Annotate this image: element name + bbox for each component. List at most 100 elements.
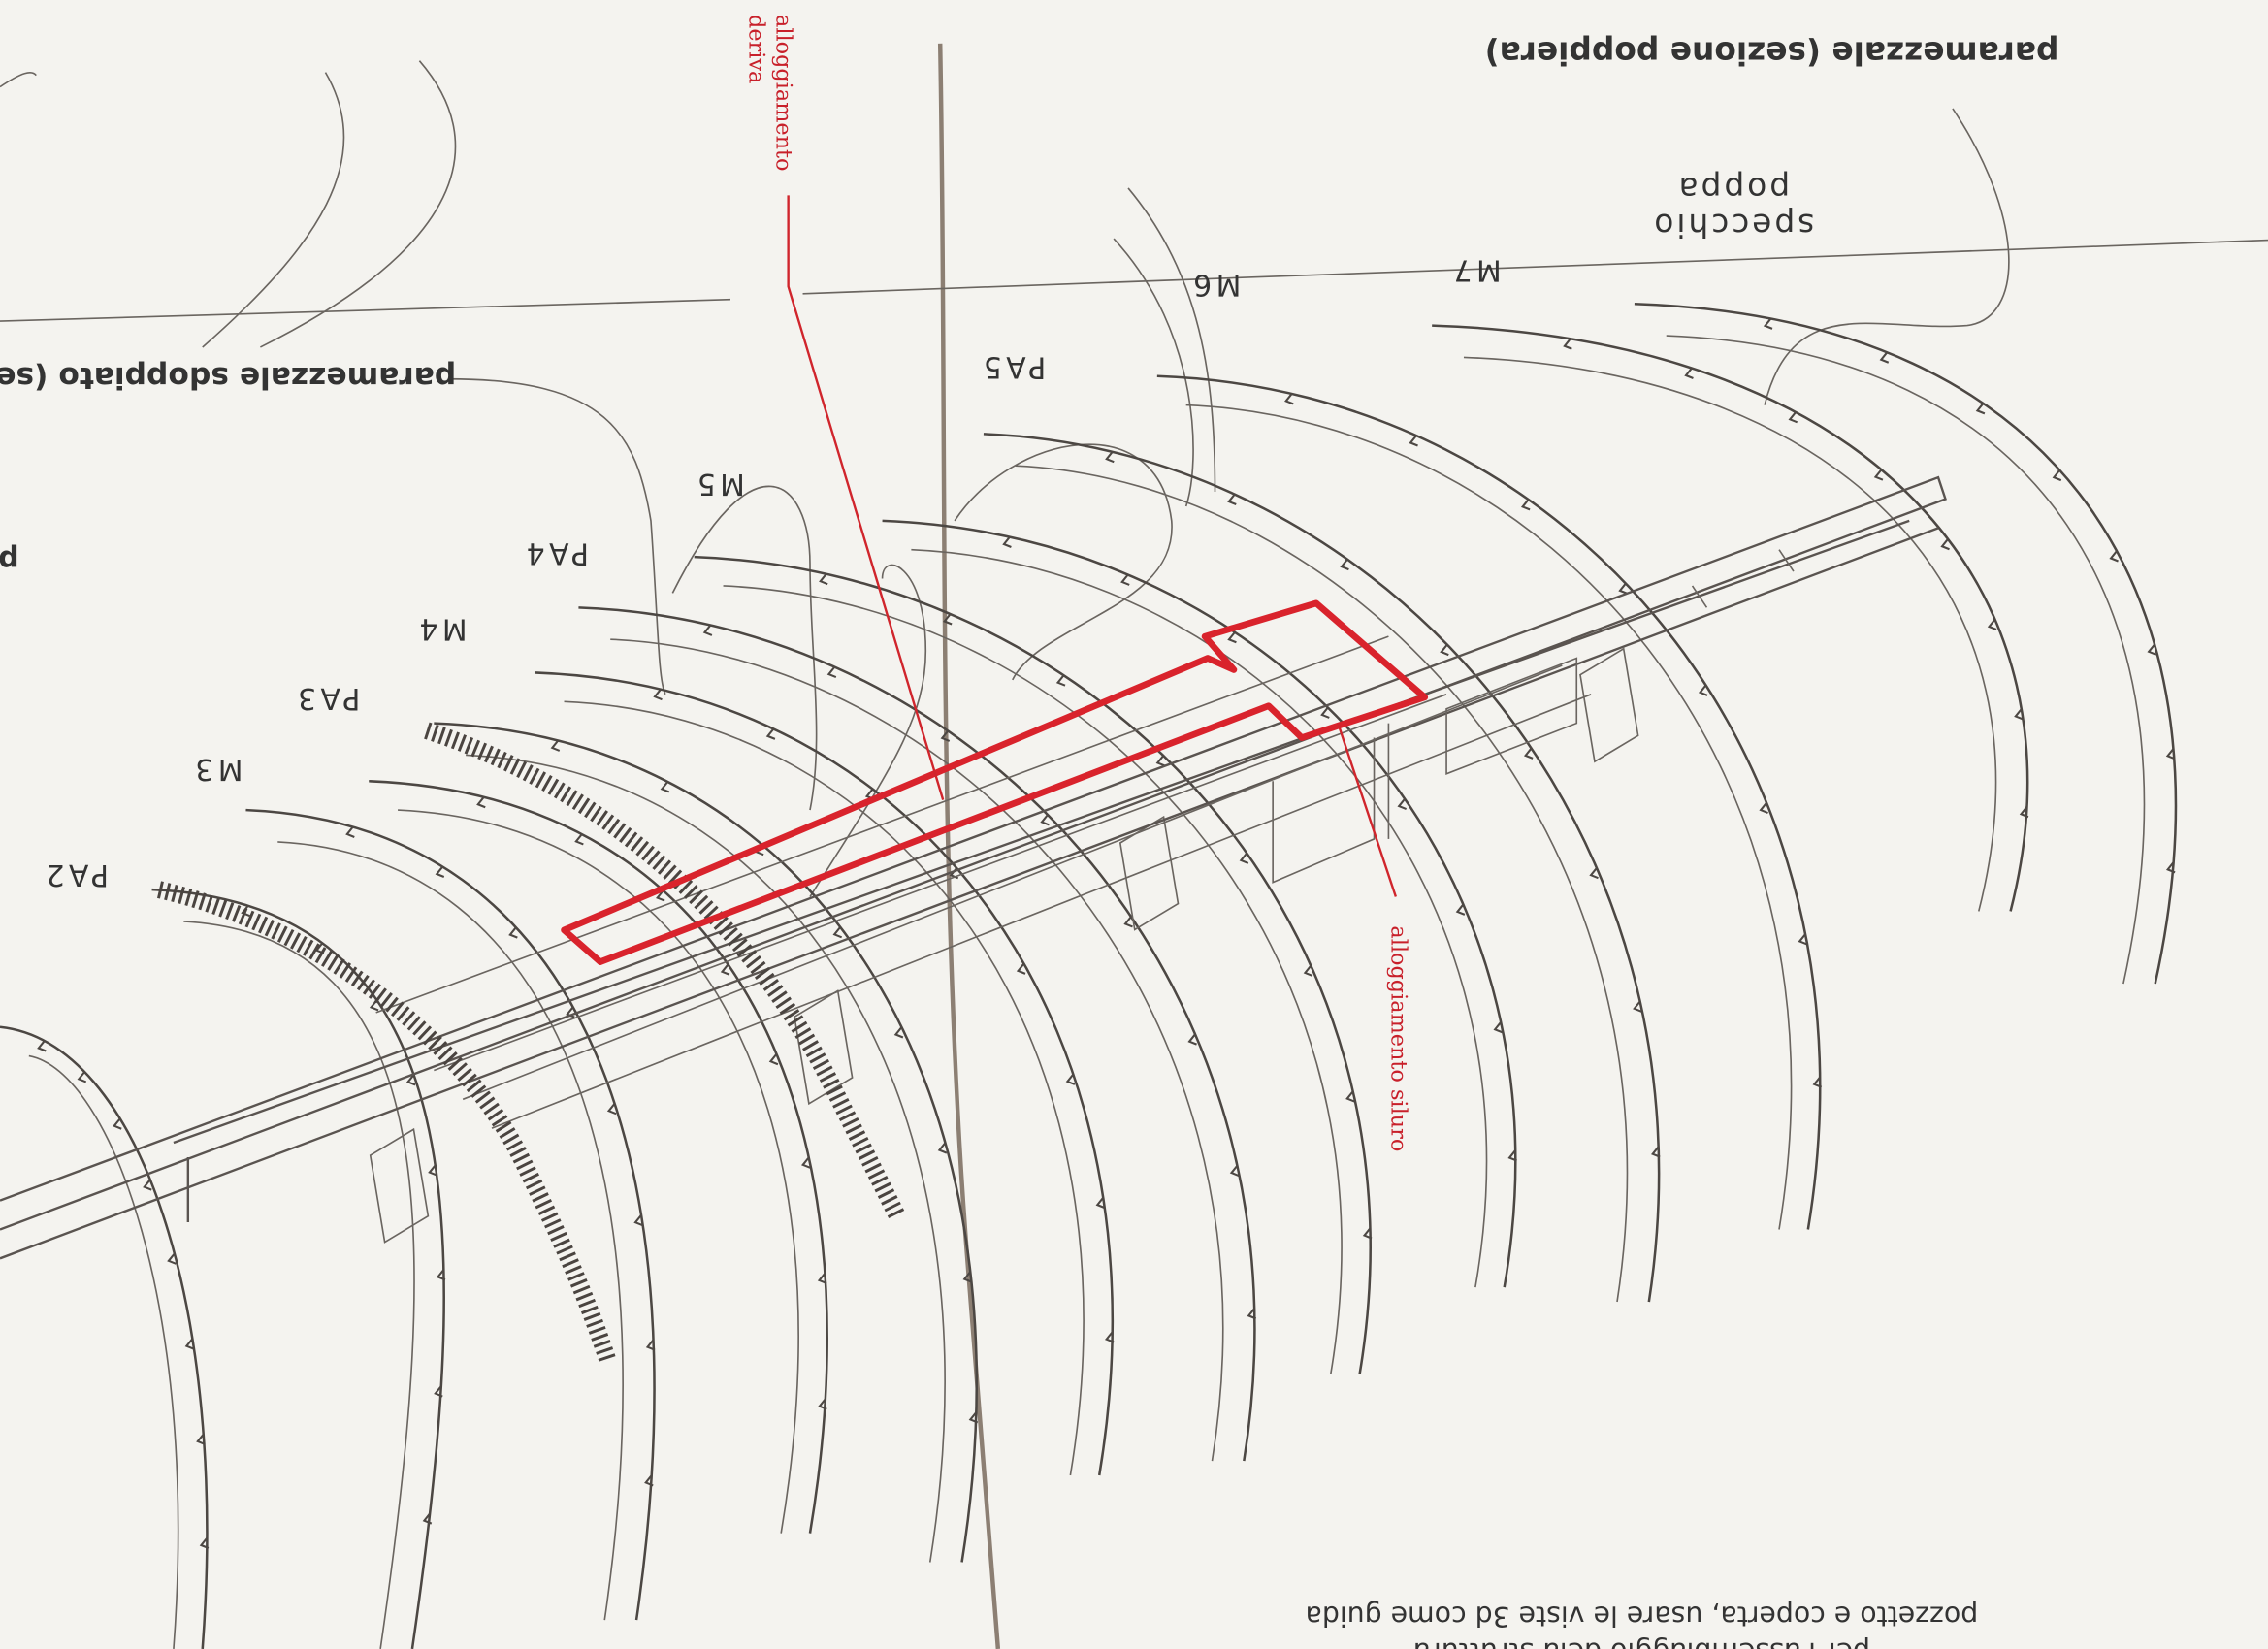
frame-notch <box>508 926 518 939</box>
frame-notch <box>1698 684 1708 696</box>
annotation-leaders <box>787 195 1398 897</box>
hull-frame-inner <box>723 585 1343 1374</box>
torpedo-housing-label: alloggiamento siluro <box>1385 925 1410 1151</box>
frame-label-pa5: PA5 <box>979 349 1046 383</box>
leader-curves <box>0 60 2010 897</box>
frame-notch <box>1227 631 1237 644</box>
frame-notch <box>405 1074 416 1086</box>
frame-notch <box>1651 1146 1661 1158</box>
frame-notch <box>167 1252 177 1265</box>
frame-notch <box>1320 706 1330 719</box>
keelson-beam <box>0 475 1947 1260</box>
hull-frame-inner <box>564 700 1085 1476</box>
frame-notch <box>428 1164 437 1177</box>
footer-note-line2: pozzetto e coperta, usare le viste 3d co… <box>1305 1600 1978 1633</box>
frame-notch <box>1633 1000 1642 1013</box>
frame-label-m6: M6 <box>1189 267 1242 301</box>
frame-notch <box>143 1179 152 1191</box>
frame-notch <box>1340 559 1349 571</box>
hull-frame-outer <box>1432 324 2029 912</box>
frame-notch <box>1879 351 1890 364</box>
frame-notch <box>1589 867 1599 880</box>
frame-notch <box>436 1269 446 1281</box>
frame-notch <box>1684 367 1694 379</box>
frame-notch <box>1523 747 1534 760</box>
frame-notch <box>1397 797 1408 811</box>
hull-frame-inner <box>183 921 415 1649</box>
frame-notch <box>1055 674 1066 687</box>
hull-frame-inner <box>466 754 946 1563</box>
frame-label-m5: M5 <box>693 467 745 501</box>
frame-notch <box>369 999 379 1012</box>
frame-notch <box>1016 962 1026 975</box>
hull-frame-inner <box>1463 356 1997 912</box>
frame-notch <box>2165 748 2176 760</box>
frame-notch <box>1788 411 1798 424</box>
hull-frame-inner <box>911 548 1488 1288</box>
frame-notch <box>2109 550 2119 563</box>
frame-notch <box>1362 1227 1373 1240</box>
frame-notch <box>818 1398 827 1410</box>
frame-notch <box>199 1536 210 1549</box>
frame-notch <box>826 665 837 679</box>
frame-notch <box>893 1026 904 1039</box>
frame-notch <box>184 1338 195 1350</box>
frame-notch <box>1345 1090 1355 1103</box>
hull-frame-outer <box>434 722 978 1563</box>
frame-notch <box>1812 1076 1823 1088</box>
footer-note-line1: per l'assemblaggio dela struttura <box>1413 1636 1870 1649</box>
frame-notch <box>1239 852 1249 864</box>
frame-notch <box>1975 403 1986 415</box>
frame-notch <box>942 613 953 626</box>
hull-frames <box>0 302 2178 1649</box>
frame-notch <box>1187 1033 1197 1046</box>
hull-frame-outer <box>1156 374 1822 1230</box>
frame-notch <box>817 1272 827 1284</box>
hull-frame-inner <box>277 841 624 1621</box>
edge-letter: p <box>0 543 19 577</box>
frame-lightening-hole <box>1579 647 1639 763</box>
frame-notch <box>2019 806 2029 819</box>
frame-notch <box>1409 435 1418 447</box>
frame-notch <box>633 1214 643 1227</box>
frame-label-pa3: PA3 <box>294 681 361 715</box>
frame-notch <box>1493 1021 1504 1034</box>
hull-frame-inner <box>610 638 1224 1462</box>
section-divider-lines <box>0 239 2268 322</box>
hull-frame-outer <box>882 519 1517 1288</box>
frame-notch <box>1040 814 1050 826</box>
hull-frame-outer <box>0 1025 209 1649</box>
frame-label-m7: M7 <box>1449 252 1502 286</box>
frame-notch <box>606 1103 617 1116</box>
frame-notch <box>968 1411 979 1424</box>
frame-notch <box>1455 903 1466 916</box>
frame-notch <box>644 1474 654 1487</box>
frame-notch <box>241 904 250 918</box>
frame-notch <box>645 1339 656 1351</box>
frame-notch <box>2165 861 2176 874</box>
frame-notch <box>1120 573 1130 586</box>
frame-labels: PA2 M3 PA3 M4 PA4 M5 PA5 M6 M7 <box>42 252 1502 890</box>
frame-notch <box>1229 1164 1240 1178</box>
frame-notch <box>113 1117 122 1130</box>
frame-notch <box>345 825 355 838</box>
frame-notch <box>37 1040 47 1052</box>
hull-frame-inner <box>28 1054 179 1649</box>
hull-frame-outer <box>983 433 1661 1303</box>
frame-notch <box>962 1271 973 1283</box>
frame-notch <box>434 1385 443 1398</box>
paper-fold <box>937 43 1001 1649</box>
fin-housing-label-line2: deriva <box>743 15 768 83</box>
frame-notch <box>1284 393 1294 405</box>
hull-frame-outer <box>578 606 1256 1462</box>
frame-lightening-hole <box>369 1127 430 1244</box>
frame-notch <box>1303 964 1313 977</box>
frame-notch <box>1227 493 1237 505</box>
frame-lightening-hole <box>794 989 854 1106</box>
frame-notch <box>550 739 561 752</box>
frame-notch <box>940 729 951 742</box>
frame-notch <box>1520 499 1531 511</box>
frame-label-m3: M3 <box>191 752 243 786</box>
planking-bands <box>157 722 905 1363</box>
frame-notch <box>1763 317 1773 330</box>
